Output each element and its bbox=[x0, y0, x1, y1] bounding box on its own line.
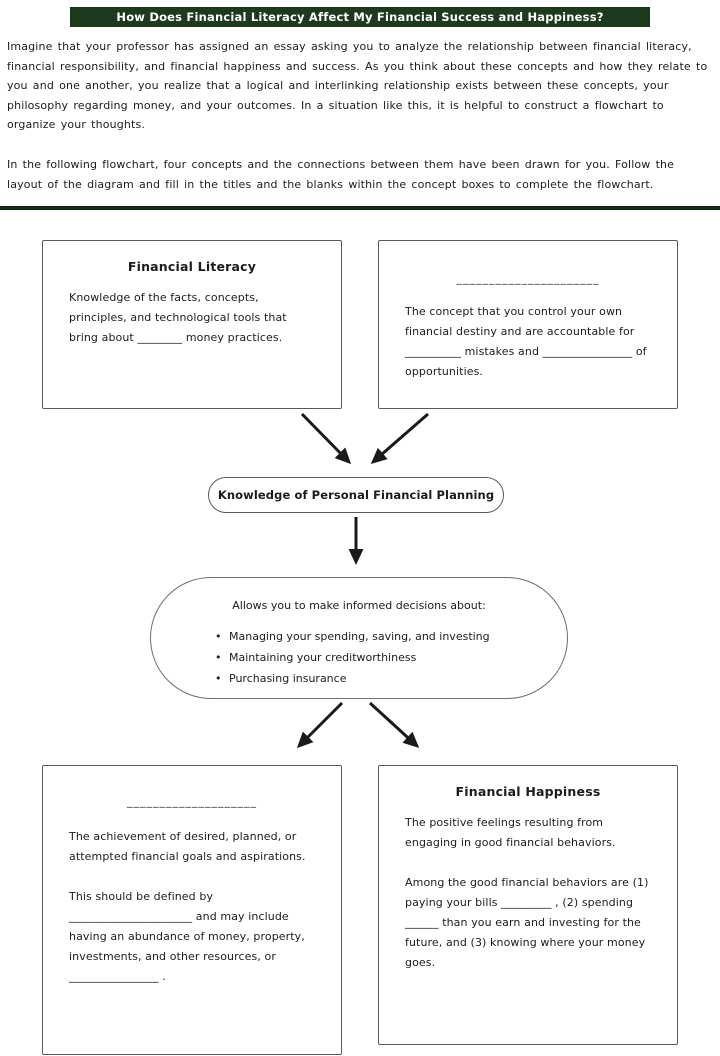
decisions-bubble: Allows you to make informed decisions ab… bbox=[150, 577, 568, 699]
intro-paragraph-2: In the following flowchart, four concept… bbox=[7, 158, 675, 191]
decision-item: Maintaining your creditworthiness bbox=[213, 647, 567, 668]
decisions-heading: Allows you to make informed decisions ab… bbox=[232, 599, 486, 612]
financial-happiness-title: Financial Happiness bbox=[455, 784, 601, 799]
section-divider bbox=[0, 206, 720, 210]
decision-item: Managing your spending, saving, and inve… bbox=[213, 626, 567, 647]
decisions-list: Managing your spending, saving, and inve… bbox=[213, 626, 567, 689]
concept-box-bottom-left-body1: The achievement of desired, planned, or … bbox=[69, 830, 306, 863]
decision-item: Purchasing insurance bbox=[213, 668, 567, 689]
concept-box-top-right-body: The concept that you control your own fi… bbox=[405, 305, 647, 378]
financial-literacy-title: Financial Literacy bbox=[127, 259, 257, 274]
knowledge-pill-label: Knowledge of Personal Financial Planning bbox=[217, 488, 495, 502]
knowledge-pill: Knowledge of Personal Financial Planning bbox=[208, 477, 504, 513]
financial-happiness-body2: Among the good financial behaviors are (… bbox=[405, 876, 649, 969]
concept-box-bottom-left: ____________________ The achievement of … bbox=[42, 765, 342, 1055]
title-blank-line: ______________________ bbox=[456, 272, 600, 285]
intro-paragraph-1: Imagine that your professor has assigned… bbox=[7, 40, 708, 131]
arrow-literacy-to-knowledge bbox=[300, 412, 352, 465]
financial-literacy-body: Knowledge of the facts, concepts, princi… bbox=[69, 291, 287, 344]
concept-box-top-right: ______________________ The concept that … bbox=[378, 240, 678, 409]
arrow-top-right-to-knowledge bbox=[370, 412, 429, 464]
financial-happiness-box: Financial Happiness The positive feeling… bbox=[378, 765, 678, 1045]
concept-box-bottom-left-body2: This should be defined by ______________… bbox=[69, 890, 305, 983]
flowchart: Financial Literacy Knowledge of the fact… bbox=[0, 211, 720, 1056]
arrow-decisions-to-bottom-left bbox=[296, 701, 344, 749]
title-blank-line: ____________________ bbox=[127, 795, 257, 808]
page-title: How Does Financial Literacy Affect My Fi… bbox=[116, 10, 604, 24]
financial-happiness-body1: The positive feelings resulting from eng… bbox=[405, 816, 616, 849]
financial-literacy-box: Financial Literacy Knowledge of the fact… bbox=[42, 240, 342, 409]
arrow-decisions-to-happiness bbox=[368, 701, 420, 749]
title-bar: How Does Financial Literacy Affect My Fi… bbox=[70, 7, 650, 27]
